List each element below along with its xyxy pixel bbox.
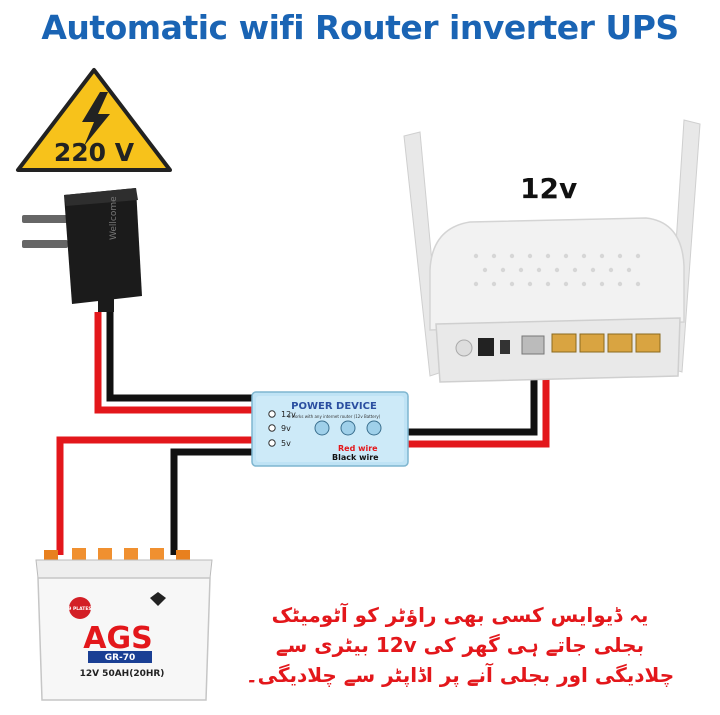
device-title: POWER DEVICE xyxy=(291,401,377,412)
battery-brand: AGS xyxy=(83,621,152,656)
router-wires xyxy=(400,368,550,448)
battery-model: GR-70 xyxy=(105,653,136,663)
page-title: Automatic wifi Router inverter UPS xyxy=(41,8,679,47)
black-wire-label: Black wire xyxy=(332,453,379,462)
port-label-12v: 12v xyxy=(281,410,296,419)
port-label-5v: 5v xyxy=(281,439,291,448)
battery: 9 PLATES AGS GR-70 12V 50AH(20HR) xyxy=(35,548,213,701)
description-line-3: چلادیگی اور بجلی آنے پر اڈاپٹر سے چلادیگ… xyxy=(245,663,675,687)
description-line-1: یہ ڈیوایس کسی بھی راؤٹر کو آٹومیٹک xyxy=(271,603,649,627)
battery-spec: 12V 50AH(20HR) xyxy=(80,669,165,679)
red-wire-label: Red wire xyxy=(338,444,378,453)
power-adapter: Wellcome xyxy=(22,188,142,312)
voltage-label: 220 V xyxy=(54,138,135,167)
description-text: یہ ڈیوایس کسی بھی راؤٹر کو آٹومیٹک بجلی … xyxy=(240,600,680,690)
battery-wires xyxy=(56,436,262,555)
adapter-wires xyxy=(94,312,262,414)
port-label-9v: 9v xyxy=(281,424,291,433)
high-voltage-sign: 220 V xyxy=(16,68,172,172)
description-line-2: بجلی جاتے ہی گھر کی 12v بیٹری سے xyxy=(275,633,645,657)
power-device: POWER DEVICE It works with any internet … xyxy=(251,391,409,467)
battery-badge: 9 PLATES xyxy=(68,606,91,612)
router-voltage-label: 12v xyxy=(520,172,578,205)
wifi-router xyxy=(403,119,701,383)
adapter-brand: Wellcome xyxy=(109,196,119,240)
high-voltage-icon xyxy=(82,92,110,146)
device-subtitle: It works with any internet router (12v B… xyxy=(288,414,381,419)
port-leds xyxy=(268,410,276,447)
